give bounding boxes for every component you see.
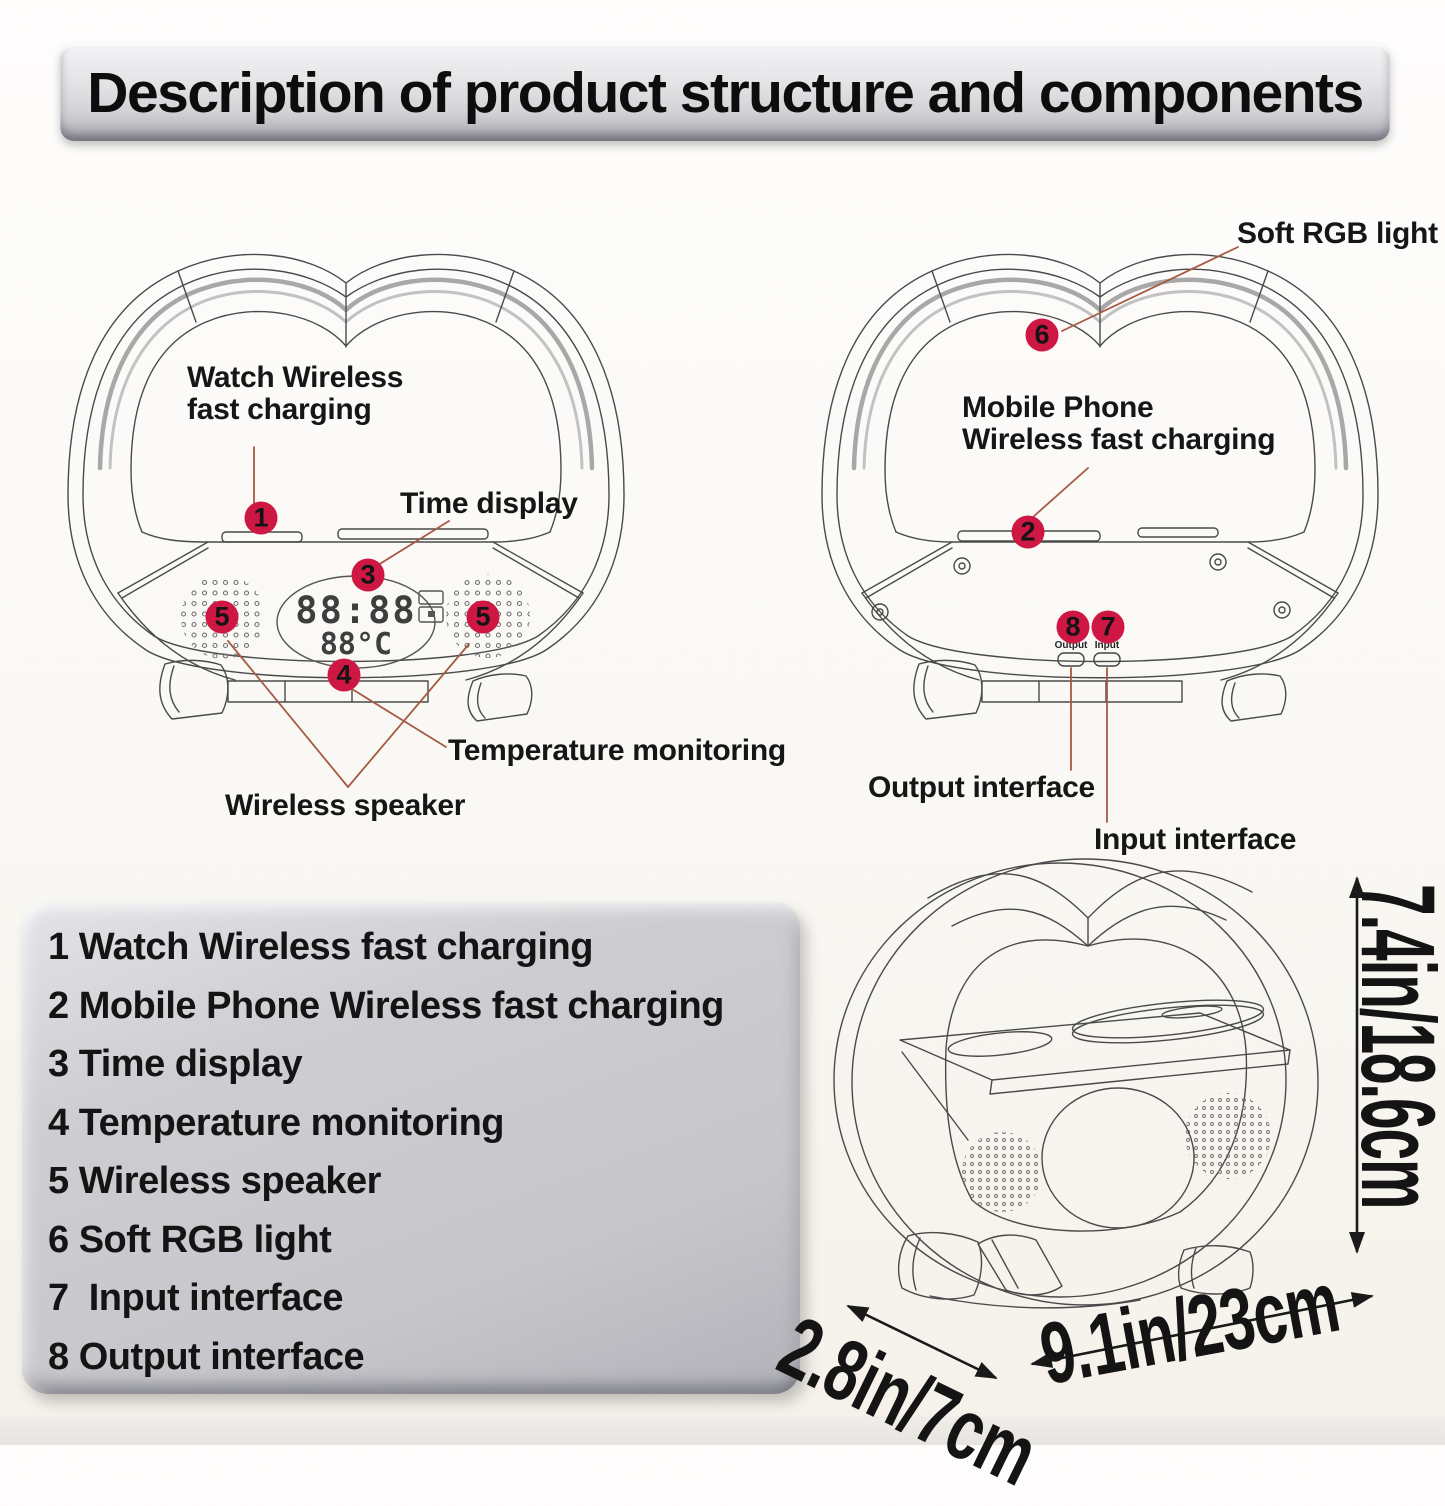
callout-lines <box>227 246 1239 823</box>
callout-badge-7: 7 <box>1091 610 1125 644</box>
callout-badge-8: 8 <box>1056 610 1090 644</box>
legend-item: 6 Soft RGB light <box>48 1218 332 1261</box>
input-interface-label: Input interface <box>1094 823 1297 856</box>
watch-charging-label: Watch Wireless fast charging <box>187 361 404 426</box>
bottom-strip <box>0 1416 1445 1445</box>
callout-badge-1: 1 <box>244 501 278 535</box>
back-view-drawing <box>821 253 1379 722</box>
legend-item: 7 Input interface <box>48 1277 344 1319</box>
output-interface-label: Output interface <box>868 771 1095 804</box>
legend-item: 3 Time display <box>48 1043 303 1085</box>
rgb-light-label: Soft RGB light <box>1237 217 1438 250</box>
lcd-display: 88:88 88°C <box>283 592 429 660</box>
mobile-charging-label: Mobile Phone Wireless fast charging <box>962 391 1276 456</box>
output-port-caption: Output <box>1054 640 1088 651</box>
line-art-canvas <box>67 246 1379 1380</box>
legend-item: 4 Temperature monitoring <box>48 1101 505 1144</box>
legend-item: 1 Watch Wireless fast charging <box>48 926 593 968</box>
legend-item: 2 Mobile Phone Wireless fast charging <box>48 984 724 1027</box>
temperature-label: Temperature monitoring <box>448 734 786 767</box>
callout-badge-5-left: 5 <box>205 600 239 634</box>
legend-panel: 1 Watch Wireless fast charging 2 Mobile … <box>22 902 800 1394</box>
dimension-height-label: 7.4in/18.6cm <box>1339 884 1445 1209</box>
callout-badge-2: 2 <box>1011 515 1045 549</box>
callout-badge-3: 3 <box>351 558 385 592</box>
callout-badge-5-right: 5 <box>466 600 500 634</box>
dimension-arrows <box>846 876 1374 1380</box>
lcd-temperature: 88°C <box>319 627 393 662</box>
lcd-time: 88:88 <box>295 589 417 632</box>
speaker-label: Wireless speaker <box>225 789 466 822</box>
perspective-view-drawing <box>833 858 1319 1309</box>
time-display-label: Time display <box>400 487 578 520</box>
legend-item: 8 Output interface <box>48 1335 365 1378</box>
legend-item: 5 Wireless speaker <box>48 1160 381 1202</box>
title-banner: Description of product structure and com… <box>60 44 1390 141</box>
input-port-caption: Input <box>1094 640 1120 651</box>
callout-badge-6: 6 <box>1025 318 1059 352</box>
page-title: Description of product structure and com… <box>87 60 1364 125</box>
callout-badge-4: 4 <box>327 658 361 692</box>
